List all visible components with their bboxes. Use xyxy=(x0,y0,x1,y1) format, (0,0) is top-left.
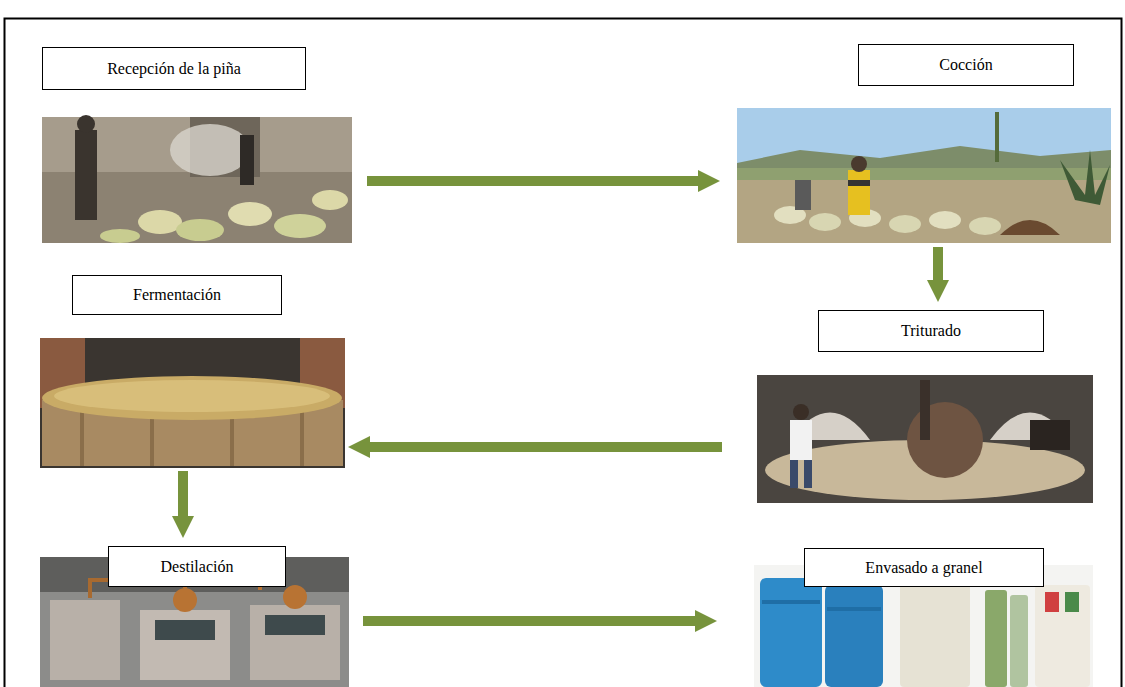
bottling-step: Envasado a granel xyxy=(754,548,1094,687)
cooking-photo-part xyxy=(737,168,1111,180)
bottling-photo-part xyxy=(760,578,822,687)
reception-photo-part xyxy=(138,210,182,234)
cooking-step: Cocción xyxy=(737,44,1112,244)
label-box: Recepción de la piña xyxy=(42,47,306,90)
crushing-photo xyxy=(757,375,1093,503)
cooking-photo-part xyxy=(995,112,999,162)
cooking-photo-part xyxy=(889,215,921,233)
reception-photo-part xyxy=(228,202,272,226)
distillation-photo-part xyxy=(173,588,197,612)
fermentation-photo-part xyxy=(54,380,330,412)
reception-photo-part xyxy=(240,135,254,185)
bottling-photo-part xyxy=(762,600,820,604)
distillation-step: Destilación xyxy=(40,546,350,687)
cooking-photo xyxy=(737,108,1111,243)
crushing-photo-part xyxy=(757,375,1093,503)
flow-arrow xyxy=(933,247,943,280)
reception-photo-part xyxy=(274,214,326,238)
cooking-photo-part xyxy=(848,180,870,186)
distillation-photo-part xyxy=(50,600,120,680)
cooking-photo-part xyxy=(929,211,961,229)
label-box: Destilación xyxy=(108,546,286,587)
crushing-photo-part xyxy=(790,420,812,460)
fermentation-photo-part xyxy=(42,376,342,420)
flow-arrow xyxy=(370,442,722,452)
step-label: Triturado xyxy=(901,321,961,340)
step-label: Cocción xyxy=(939,55,992,74)
label-box: Fermentación xyxy=(72,275,282,315)
step-label: Recepción de la piña xyxy=(107,59,241,78)
reception-photo-part xyxy=(312,190,348,210)
flow-arrow xyxy=(178,471,188,516)
bottling-photo-part xyxy=(825,585,883,687)
cooking-photo-part xyxy=(737,146,1111,170)
bottling-photo-part xyxy=(985,590,1007,687)
step-label: Destilación xyxy=(161,557,234,576)
cooking-photo-part xyxy=(851,156,867,172)
step-label: Fermentación xyxy=(133,285,221,304)
distillation-photo-part xyxy=(140,610,230,680)
reception-photo-part xyxy=(77,115,95,133)
bottling-photo-part xyxy=(900,575,970,687)
bottling-photo-part xyxy=(1045,592,1059,612)
bottling-photo-part xyxy=(1065,592,1079,612)
label-box: Triturado xyxy=(818,310,1044,352)
cooking-photo-part xyxy=(1000,220,1060,235)
crushing-photo-part xyxy=(790,460,798,488)
crushing-photo-part xyxy=(920,380,930,440)
reception-photo-part xyxy=(170,124,250,176)
bottling-photo-part xyxy=(827,607,881,611)
reception-photo-part xyxy=(176,219,224,241)
distillation-photo-part xyxy=(265,615,325,635)
crushing-photo-part xyxy=(804,460,812,488)
cooking-photo-part xyxy=(795,180,811,210)
cooking-photo-part xyxy=(969,217,1001,235)
bottling-photo-part xyxy=(1035,585,1090,687)
fermentation-photo xyxy=(40,338,345,468)
cooking-photo-part xyxy=(737,108,1111,243)
frame-border xyxy=(5,19,1122,687)
bottling-photo-part xyxy=(1010,595,1028,687)
step-label: Envasado a granel xyxy=(865,558,982,577)
distillation-photo-part xyxy=(250,605,340,680)
flow-arrow xyxy=(367,176,698,186)
reception-step: Recepción de la piña xyxy=(40,47,353,244)
crushing-step: Triturado xyxy=(757,310,1094,504)
cooking-photo-part xyxy=(809,213,841,231)
reception-photo-part xyxy=(75,130,97,220)
reception-photo-part xyxy=(42,117,352,243)
fermentation-photo-part xyxy=(40,338,345,468)
crushing-photo-part xyxy=(907,402,983,478)
crushing-photo-part xyxy=(1030,420,1070,450)
label-box: Cocción xyxy=(858,44,1074,86)
distillation-photo-part xyxy=(283,585,307,609)
crushing-photo-part xyxy=(793,404,809,420)
distillation-photo-part xyxy=(155,620,215,640)
flow-arrow xyxy=(363,616,695,626)
fermentation-step: Fermentación xyxy=(40,275,346,469)
reception-photo xyxy=(42,115,352,243)
cooking-photo-part xyxy=(848,170,870,215)
label-box: Envasado a granel xyxy=(804,548,1044,587)
reception-photo-part xyxy=(100,229,140,243)
cooking-photo-part xyxy=(1060,150,1110,205)
